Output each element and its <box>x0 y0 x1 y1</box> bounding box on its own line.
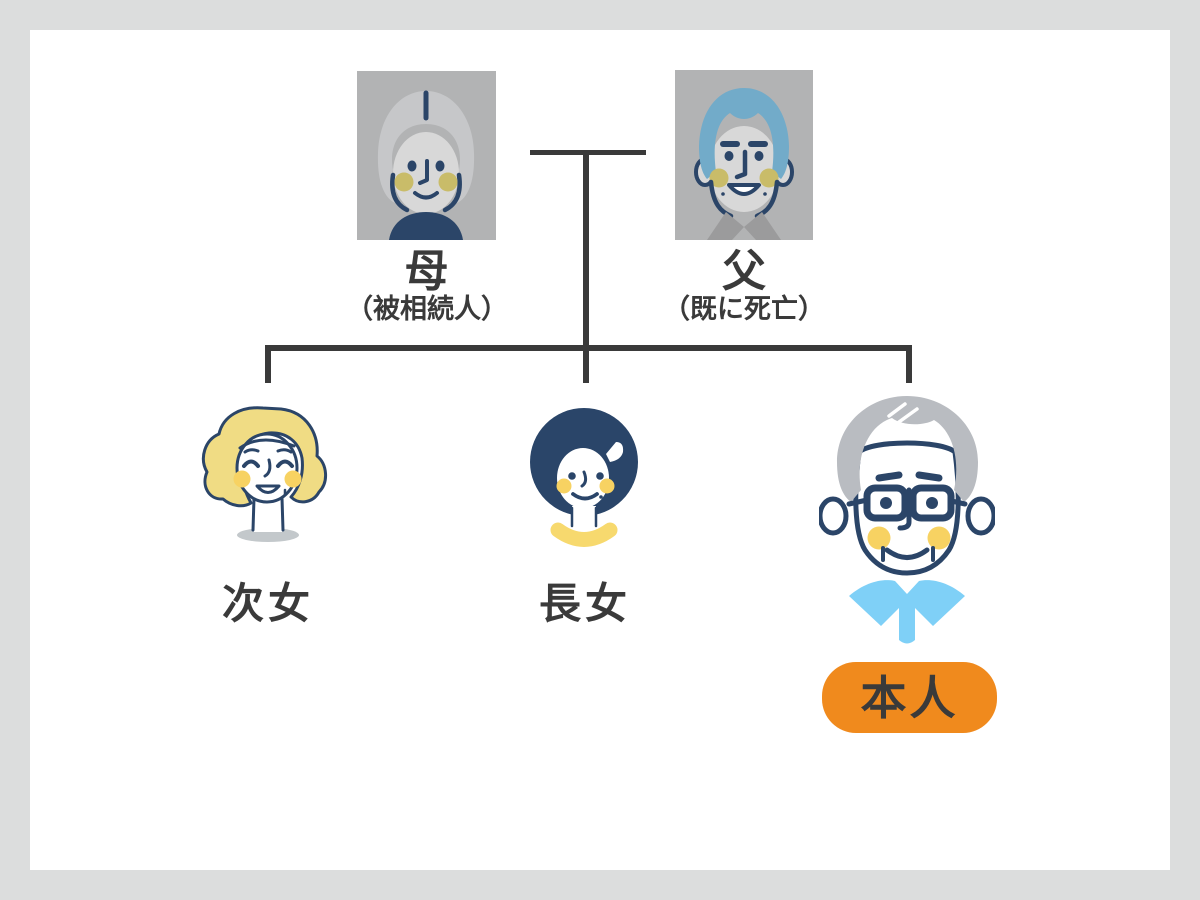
second-daughter-illustration <box>202 406 327 542</box>
father-collar <box>707 212 744 240</box>
self-collar <box>849 580 965 644</box>
neck-shadow <box>237 528 299 542</box>
second-daughter-label: 次女 <box>221 579 314 628</box>
mother-label: 母 <box>404 246 449 297</box>
eldest-daughter-illustration <box>530 408 638 547</box>
mother-note: （被相続人） <box>346 294 508 325</box>
self-badge-label: 本人 <box>860 670 959 725</box>
father-hair <box>699 88 789 179</box>
father-portrait-illustration <box>675 70 813 240</box>
self-badge: 本人 <box>822 662 997 733</box>
self-hair <box>837 396 978 502</box>
father-note: （既に死亡） <box>663 294 825 325</box>
mother-collar <box>389 212 463 240</box>
mother-hair <box>377 91 475 203</box>
eldest-daughter-collar <box>550 522 618 547</box>
child-stub-left <box>265 345 271 383</box>
parents-to-children-line <box>583 152 589 348</box>
father-label: 父 <box>722 246 766 297</box>
mother-portrait-illustration <box>357 71 496 240</box>
self-illustration <box>819 396 995 644</box>
child-stub-right <box>906 345 912 383</box>
eldest-daughter-label: 長女 <box>538 579 631 628</box>
child-stub-center <box>583 345 589 383</box>
